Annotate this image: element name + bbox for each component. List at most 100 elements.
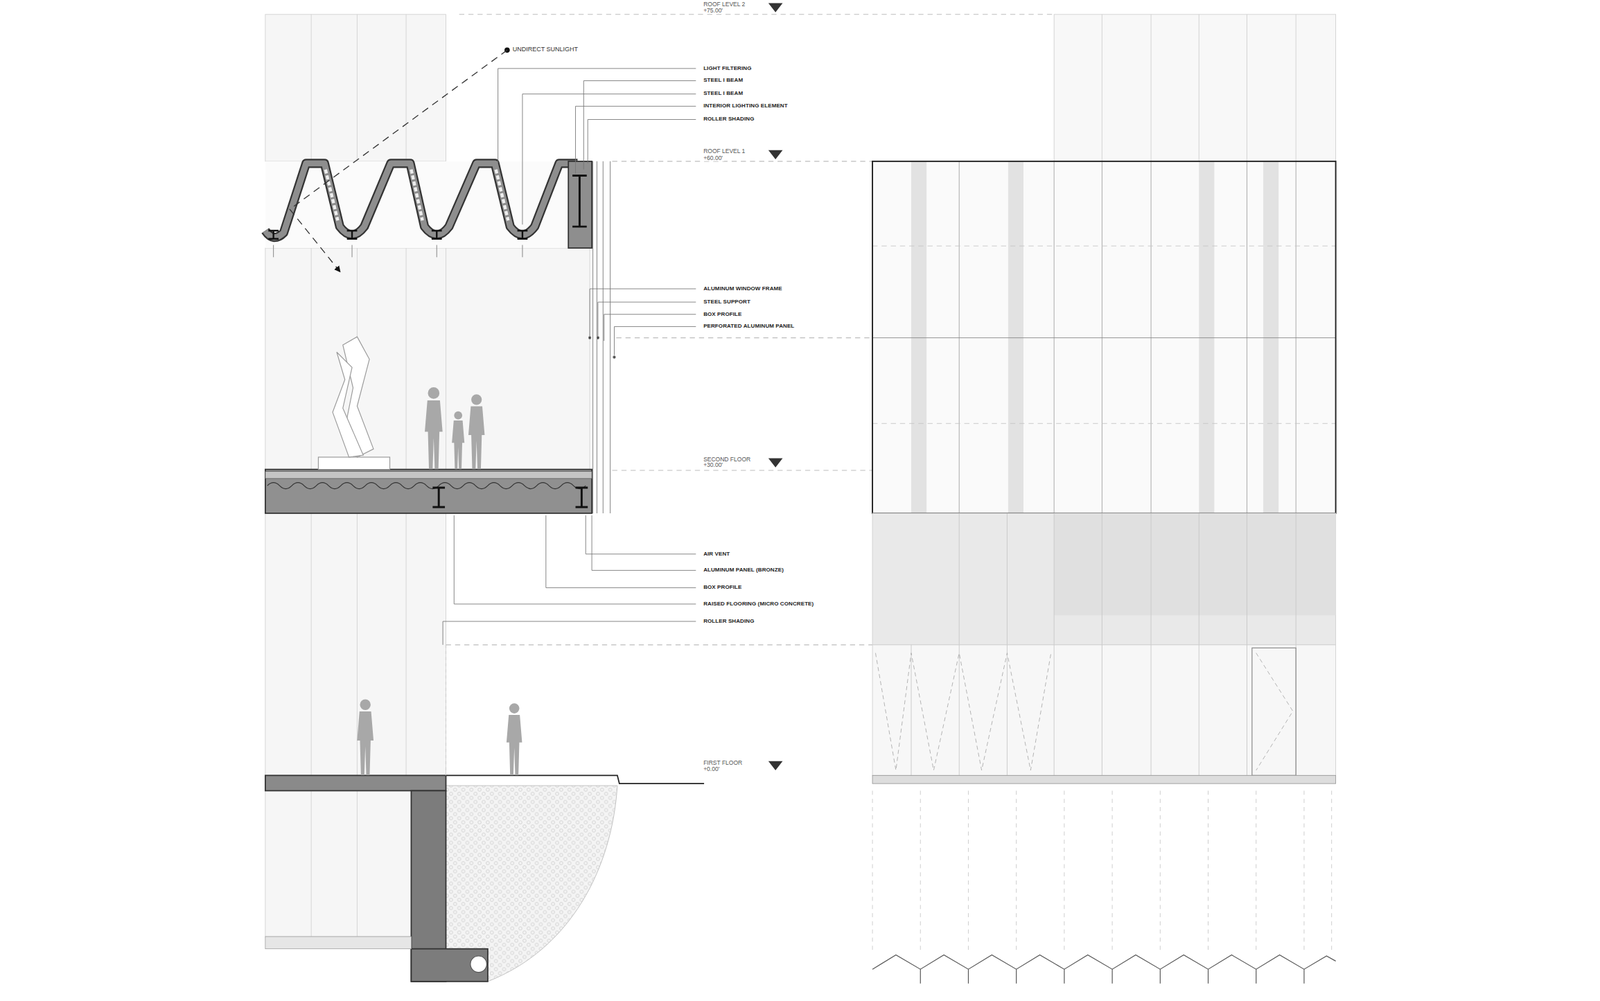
perforated-facade-part-part — [1295, 161, 1297, 514]
wall-panels-part — [265, 790, 412, 937]
wall-panels-part — [406, 248, 407, 470]
annotation-label: UNDIRECT SUNLIGHT — [511, 46, 580, 53]
perforated-facade — [872, 161, 1336, 514]
bronze-panel-band-part — [1053, 513, 1336, 616]
ground-floor-elevation-part-part — [1150, 645, 1152, 776]
bronze-panel-band-part-part — [1006, 513, 1008, 646]
foundation-elevation — [872, 790, 1332, 955]
bronze-panel-band-part-part — [959, 513, 960, 646]
bronze-panel-band-part-part — [1295, 513, 1297, 646]
callout-label: LIGHT FILTERING — [701, 65, 753, 71]
foundation-elevation-part — [1255, 790, 1257, 955]
ground-floor-elevation-part-part — [1101, 645, 1103, 776]
elevation-top-part — [1150, 14, 1152, 162]
callout-label: ROLLER SHADING — [701, 116, 756, 122]
ground-basement-part — [446, 775, 705, 784]
leader-lines-part — [546, 515, 696, 589]
foundation-elevation-part — [920, 790, 921, 955]
level-markers-part — [768, 3, 784, 13]
leader-lines-part — [587, 119, 696, 163]
bronze-panel-band-part-part — [1198, 513, 1200, 646]
perforated-facade-part — [911, 161, 1279, 514]
bronze-panel-band-part-part — [1101, 513, 1103, 646]
perforated-facade-part-part — [1053, 161, 1055, 514]
level-label: +60.00' — [701, 155, 725, 162]
floor-slab-part — [432, 487, 445, 508]
level-label: SECOND FLOOR — [701, 455, 752, 463]
wall-panels-part — [265, 513, 447, 776]
level-markers-part — [768, 761, 784, 771]
level-lines-part — [446, 644, 874, 646]
sawtooth-roof-part-part — [521, 245, 523, 258]
facade-frame-part — [613, 356, 617, 359]
human-figures-part — [468, 394, 485, 470]
sawtooth-roof-part-part — [273, 245, 274, 258]
perforated-facade-part-part — [872, 245, 1336, 247]
wall-panels-part — [311, 790, 312, 937]
floor-slab — [265, 469, 592, 514]
leader-lines-part — [598, 302, 696, 337]
foundation-elevation-part — [1063, 790, 1065, 955]
ground-floor-elevation-part-part — [911, 645, 912, 776]
wall-panels-part — [356, 790, 358, 937]
human-figures-part — [424, 387, 443, 470]
sawtooth-roof-part-part — [268, 230, 279, 240]
level-label: ROOF LEVEL 2 — [701, 0, 747, 7]
ground-floor-elevation-part — [911, 645, 1296, 776]
sawtooth-roof-part-part — [352, 245, 353, 258]
facade-frame-part — [602, 161, 604, 514]
ground-floor-elevation-part-part — [1246, 645, 1248, 776]
facade-frame-part — [592, 161, 594, 514]
elevation-top-part — [1198, 14, 1200, 162]
callout-label: RAISED FLOORING (MICRO CONCRETE) — [701, 601, 815, 608]
elevation-top-part — [1246, 14, 1248, 162]
perforated-facade-part-part — [1008, 161, 1024, 514]
level-label: +0.00' — [701, 766, 721, 773]
sawtooth-roof-part-part — [431, 230, 443, 240]
perforated-facade-part — [872, 161, 1336, 514]
elevation-top — [1053, 14, 1336, 162]
leader-lines-part — [575, 106, 697, 174]
leader-lines-part — [453, 515, 696, 605]
leader-lines-part — [498, 68, 697, 164]
sawtooth-roof-part-part — [410, 169, 423, 222]
facade-frame-part — [588, 336, 592, 340]
bronze-panel-band-part-part — [1150, 513, 1152, 646]
sawtooth-elevation-part — [872, 955, 1336, 971]
level-markers-part — [768, 458, 784, 468]
ground-floor-elevation-part — [1256, 653, 1294, 771]
bronze-panel-band-part — [872, 513, 1336, 646]
ground-floor-elevation-part-part — [1198, 645, 1200, 776]
level-lines-part — [616, 337, 873, 339]
sculpture — [318, 336, 390, 470]
wall-panels-part — [356, 513, 358, 776]
perforated-facade-part — [872, 245, 1336, 424]
human-figures-part — [356, 699, 374, 777]
wall-panels-part — [356, 14, 358, 162]
floor-slab-part — [575, 487, 589, 508]
leader-lines-part — [442, 621, 696, 646]
facade-frame-part — [596, 336, 600, 340]
human-figures-part — [451, 411, 465, 470]
sawtooth-roof-part-part — [517, 230, 529, 240]
sawtooth-roof — [265, 161, 592, 258]
floor-slab-part — [267, 482, 586, 490]
sawtooth-roof-part-part — [436, 245, 438, 258]
sawtooth-roof-part — [325, 169, 509, 222]
foundation-elevation-part — [1112, 790, 1113, 955]
ground-floor-elevation — [872, 645, 1336, 784]
bronze-panel-band — [872, 513, 1336, 646]
foundation-elevation-part — [1207, 790, 1209, 955]
perforated-facade-part — [872, 161, 1336, 514]
perforated-facade-part-part — [1263, 161, 1279, 514]
level-markers — [768, 3, 784, 771]
ground-basement-part — [470, 956, 488, 973]
elevation-top-part — [1101, 14, 1103, 162]
sawtooth-roof-part — [568, 161, 592, 249]
ground-basement-part — [445, 645, 447, 776]
ground-floor-elevation-part — [875, 653, 1051, 771]
leader-lines-part — [591, 515, 696, 571]
sculpture-part — [318, 457, 390, 470]
wall-panels-part — [265, 248, 590, 470]
